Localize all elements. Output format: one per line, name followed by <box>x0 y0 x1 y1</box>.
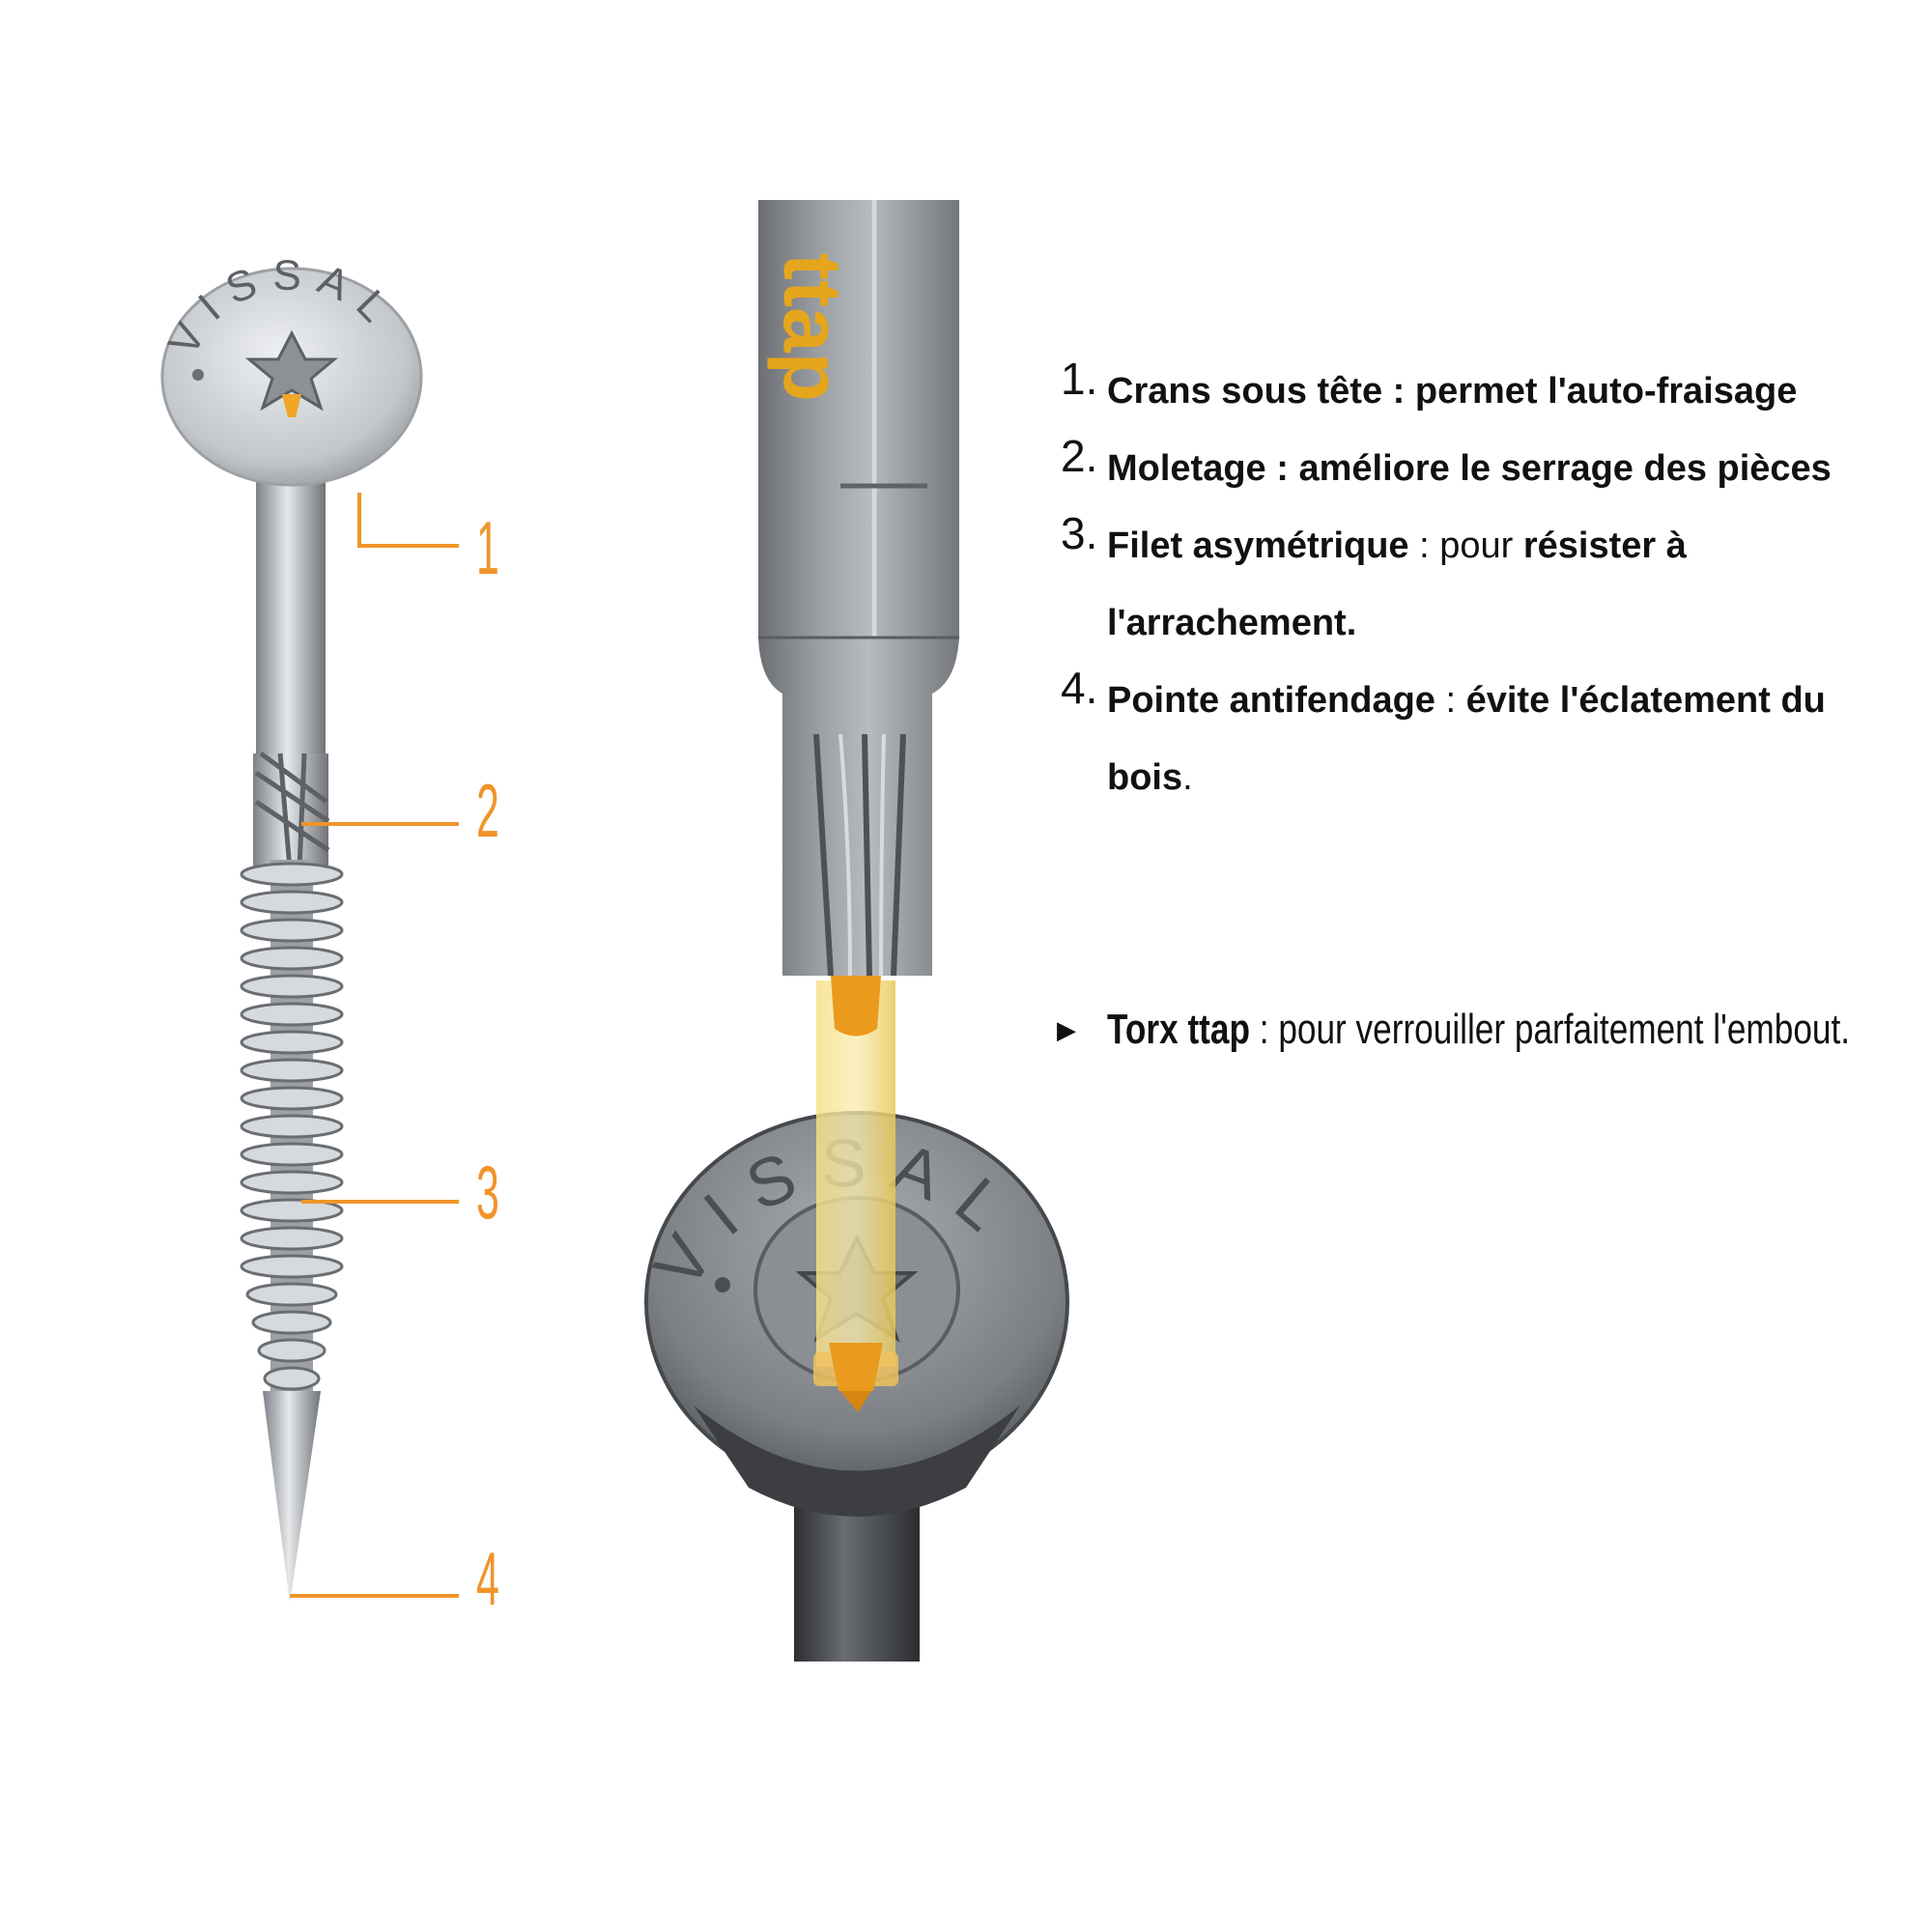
feature-item-1: 1. Crans sous tête : permet l'auto-frais… <box>1061 353 1861 430</box>
torx-body: pour verrouiller parfaitement l'embout. <box>1278 1006 1851 1053</box>
callout-lines <box>290 493 459 1598</box>
callout-1: 1 <box>476 505 499 590</box>
ttap-tip-overlay <box>813 976 898 1412</box>
thread-ridge <box>240 1058 344 1083</box>
thread-ridge <box>240 1114 344 1139</box>
threads <box>240 860 344 1401</box>
thread-ridge <box>240 1254 344 1279</box>
feature-number: 2. <box>1061 431 1098 481</box>
feature-sep: : <box>1265 448 1299 489</box>
feature-body-light: pour <box>1439 526 1523 566</box>
screw-tip <box>263 1391 321 1604</box>
feature-item-3: 3. Filet asymétrique : pour résister à l… <box>1061 507 1861 662</box>
feature-item-4: 4. Pointe antifendage : évite l'éclateme… <box>1061 662 1861 816</box>
feature-title: Pointe antifendage <box>1107 680 1435 721</box>
bullet-icon: ▶ <box>1057 1015 1076 1044</box>
thread-ridge <box>240 862 344 887</box>
feature-title: Filet asymétrique <box>1107 526 1409 566</box>
thread-ridge <box>240 1030 344 1055</box>
thread-ridge <box>240 1226 344 1251</box>
thread-ridge <box>245 1282 338 1307</box>
thread-ridge <box>240 918 344 943</box>
bit-tip-icon <box>282 394 301 417</box>
torx-bit: ttap <box>758 200 959 977</box>
feature-number: 3. <box>1061 508 1098 558</box>
torx-note: ▶ Torx ttap : pour verrouiller parfaitem… <box>1057 995 1861 1065</box>
feature-sep: : <box>1408 526 1440 566</box>
feature-end: . <box>1182 757 1193 798</box>
ttap-brand-lettering: ttap <box>767 253 858 402</box>
feature-sep: : <box>1382 371 1415 412</box>
feature-body: résister à l'arrachement. <box>1107 526 1687 643</box>
callout-2: 2 <box>476 768 499 853</box>
torx-title: Torx ttap <box>1107 1006 1250 1053</box>
feature-body: permet l'auto-fraisage <box>1414 371 1798 412</box>
thread-ridge <box>240 1198 344 1223</box>
callout-3: 3 <box>476 1150 499 1235</box>
thread-ridge <box>240 946 344 971</box>
bit-shank <box>758 200 959 976</box>
torx-recess-icon <box>244 329 339 412</box>
knurling <box>253 751 330 870</box>
feature-body: évite l'éclatement du bois <box>1107 680 1826 798</box>
thread-ridge <box>257 1338 327 1363</box>
thread-ridge <box>240 890 344 915</box>
feature-item-2: 2. Moletage : améliore le serrage des pi… <box>1061 430 1861 507</box>
thread-ridge <box>240 1142 344 1167</box>
feature-title: Crans sous tête <box>1107 371 1383 412</box>
thread-ridge <box>240 1170 344 1195</box>
screw-head-lettering: VISSAL BOIS <box>0 0 410 363</box>
thread-ridge <box>240 1086 344 1111</box>
feature-body: améliore le serrage des pièces <box>1298 448 1832 489</box>
feature-number: 4. <box>1061 663 1098 713</box>
thread-ridge <box>263 1366 321 1391</box>
feature-number: 1. <box>1061 354 1098 404</box>
torx-sep: : <box>1249 1006 1279 1053</box>
feature-title: Moletage <box>1107 448 1266 489</box>
thread-ridge <box>240 974 344 999</box>
feature-sep: : <box>1435 680 1466 721</box>
feature-list: 1. Crans sous tête : permet l'auto-frais… <box>1061 353 1861 816</box>
wood-screw: VISSAL BOIS <box>0 0 423 1604</box>
callout-4: 4 <box>476 1536 499 1621</box>
thread-ridge <box>240 1002 344 1027</box>
thread-ridge <box>251 1310 332 1335</box>
svg-text:VISSAL BOIS: VISSAL BOIS <box>0 0 423 363</box>
